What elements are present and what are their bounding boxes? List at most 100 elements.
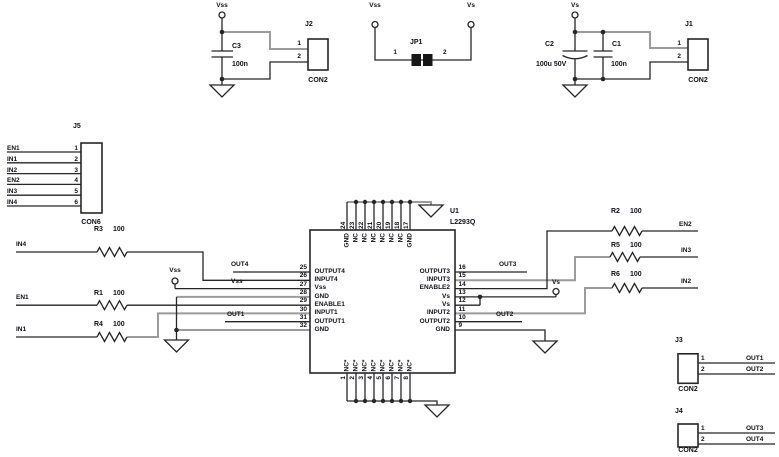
r2-value: 100 [629, 208, 642, 215]
ic-pin-name: NC* [388, 359, 396, 371]
c2-value: 100u 50V [536, 61, 567, 68]
junction-dots [174, 29, 606, 404]
r2-resistor-en2 [455, 225, 698, 290]
ic-pin-name: INPUT3 [426, 276, 450, 284]
black-wires [7, 18, 775, 445]
ic-pin-number: 29 [299, 297, 307, 305]
jp1-pin-number: 1 [393, 49, 397, 56]
supply-terminals [171, 11, 579, 296]
ground-symbols [162, 84, 589, 418]
c1-value: 100n [611, 61, 627, 68]
ic-body [309, 229, 456, 374]
j5-type: CON6 [81, 219, 101, 226]
ic-pin-name: NC* [379, 359, 387, 371]
ic-pin-name: OUTPUT3 [419, 267, 450, 275]
vss-terminal-icon [371, 20, 379, 29]
j5-pin-number: 4 [74, 177, 78, 185]
j5-pin-number: 3 [74, 166, 78, 174]
r2-ref: R2 [611, 208, 620, 215]
j2-connector-box [307, 38, 329, 71]
ic-pin-name: GND [343, 232, 351, 247]
j3-pin-number: 1 [701, 354, 705, 362]
wire-vss-to-j2-pin1 [222, 31, 308, 50]
ic-pin-name: INPUT2 [426, 309, 450, 317]
j5-pin-net-label: IN4 [7, 199, 18, 207]
wire-vs-pins-13-12 [455, 294, 557, 306]
j5-ref: J5 [73, 123, 81, 130]
r1-label: R1 100 [94, 290, 125, 297]
j3-type: CON2 [678, 385, 698, 393]
r6-label: R6 100 [611, 271, 642, 278]
r5-label: R5 100 [611, 242, 642, 249]
wire-gnd-to-j2-pin2 [222, 61, 308, 80]
j5-pin-row: IN2 3 [6, 165, 80, 176]
j4-pin-net-label: OUT3 [746, 424, 764, 432]
ic-pin-name: GND [435, 325, 450, 333]
ic-pin-name: NC* [397, 359, 405, 371]
ic-pin-name: NC [370, 232, 378, 242]
ic-pin-name: NC [352, 232, 360, 242]
j5-pin-net-label: EN2 [7, 177, 20, 185]
ic-bottom-pin-stems [346, 373, 411, 401]
c1-ref: C1 [612, 41, 621, 48]
ground-icon [208, 84, 236, 98]
j4-ref: J4 [675, 408, 683, 415]
wire-gnd-to-j1-pin2 [575, 61, 688, 80]
ic-pin-name: NC* [370, 359, 378, 371]
r3-ref: R3 [94, 226, 103, 233]
wire-r4-to-input1 [127, 312, 310, 338]
net-label-in3: IN3 [681, 247, 692, 254]
ground-icon [162, 339, 191, 353]
ic-pin-name: Vs [442, 301, 450, 309]
j5-pin-row: IN4 6 [6, 197, 80, 208]
ic-pin-name: INPUT1 [314, 309, 338, 317]
ic-pin-name: NC [379, 232, 387, 242]
ic-pin-number: 27 [299, 280, 307, 288]
j4-pin-net-label: OUT4 [746, 435, 764, 443]
vs-terminal-label: Vs [571, 2, 579, 9]
j5-pin-number: 5 [74, 188, 78, 196]
ic-pin-number: 30 [299, 305, 307, 313]
j2-ref: J2 [305, 21, 313, 28]
ic-pin-number: 15 [458, 272, 466, 280]
wire-vs-to-j1-pin1 [575, 31, 688, 49]
ic-bottom-pin-names: NC*NC*NC*NC*NC*NC*NC*NC* [343, 342, 415, 371]
ic-pin-number: 12 [458, 297, 466, 305]
ic-pin-number: 10 [458, 313, 466, 321]
j5-pin-number: 1 [74, 145, 78, 153]
vs-terminal-icon [552, 287, 560, 296]
wire-pin9-gnd [455, 329, 546, 341]
c3-capacitor [211, 18, 233, 85]
r5-value: 100 [629, 242, 642, 249]
ic-pin-name: OUTPUT2 [419, 317, 450, 325]
ic-pin-number: 31 [299, 313, 307, 321]
r6-ref: R6 [611, 270, 620, 278]
j4-pin-wires [698, 432, 775, 445]
j1-pin-number: 1 [677, 40, 681, 47]
ic-bottom-gnd-bus [347, 400, 438, 405]
ground-icon [423, 404, 451, 418]
j2-pin-number: 2 [297, 53, 301, 60]
ic-pin-number: 16 [458, 264, 466, 272]
ground-icon [417, 204, 445, 218]
ic-pin-name: INPUT4 [314, 276, 338, 284]
ic-pin-name: NC [397, 232, 405, 242]
ic-pin-name: NC* [343, 359, 351, 371]
j4-pin-number: 1 [701, 424, 705, 432]
net-label-en2: EN2 [679, 221, 692, 228]
vss-terminal-label: Vss [369, 2, 381, 9]
ic-pin-number: 26 [299, 272, 307, 280]
ic-pin-number: 17 [403, 221, 411, 229]
ground-icon [531, 340, 559, 354]
ic-pin-name: GND [314, 292, 329, 300]
ic-pin-name: Vss [314, 284, 327, 292]
wire-input3-to-r5 [455, 256, 610, 282]
j4-type: CON2 [678, 447, 698, 454]
net-label-in4: IN4 [16, 241, 27, 248]
ic-pin-name: ENABLE2 [419, 284, 450, 292]
vs-terminal-icon [571, 11, 579, 19]
